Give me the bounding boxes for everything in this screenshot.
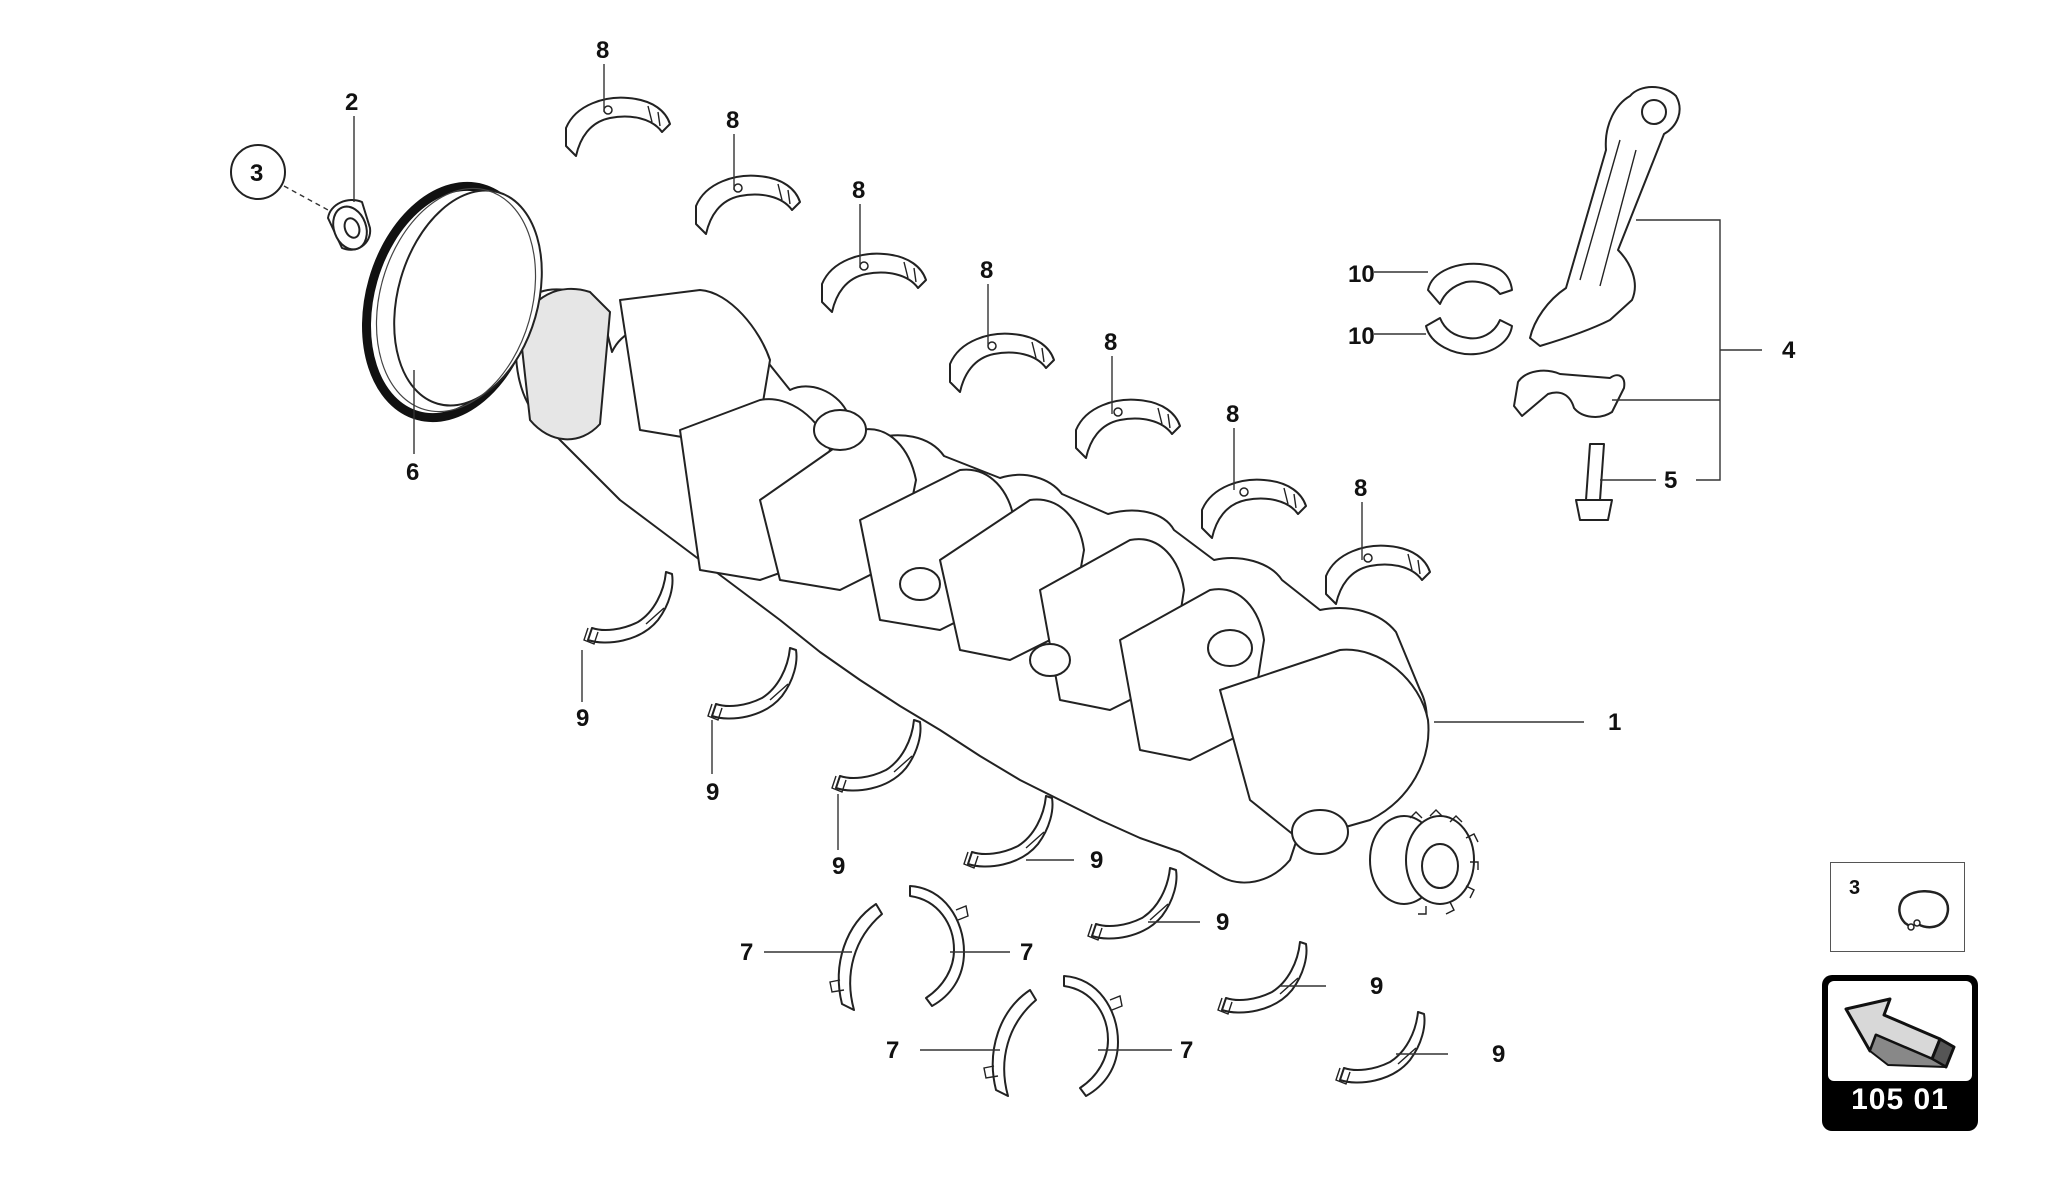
callout-9: 9 [576,705,589,732]
callout-8: 8 [852,177,865,204]
callout-9: 9 [1370,973,1383,1000]
rear-main-seal [362,181,543,423]
callout-9: 9 [832,853,845,880]
circlip-callout-circle [230,144,286,200]
callout-7: 7 [1020,939,1033,966]
callout-9: 9 [1492,1041,1505,1068]
page-reference: 105 01 [1851,1083,1949,1116]
callout-10: 10 [1348,261,1375,288]
crankshaft [515,287,1479,915]
callout-labels: 1 2 3 4 5 6 7 7 7 7 8 8 8 8 8 8 8 9 9 9 … [250,37,1796,1068]
callout-8: 8 [1104,329,1117,356]
nav-arrow-panel [1828,981,1972,1081]
callout-9: 9 [1216,909,1229,936]
callout-8: 8 [596,37,609,64]
circlip-inset: 3 [1830,862,1965,952]
callout-8: 8 [1226,401,1239,428]
callout-7: 7 [886,1037,899,1064]
inset-label: 3 [1849,877,1861,899]
callout-3: 3 [250,160,263,187]
callout-5: 5 [1664,467,1677,494]
callout-8: 8 [980,257,993,284]
section-nav-button[interactable]: 105 01 [1822,975,1978,1131]
leader-lines [353,64,1762,1055]
callout-8: 8 [726,107,739,134]
circlip-icon [1898,890,1950,931]
thrust-washers [829,885,1123,1097]
pilot-bush [327,199,372,251]
callout-8: 8 [1354,475,1367,502]
connecting-rod [1513,86,1681,521]
callout-7: 7 [1180,1037,1193,1064]
callout-2: 2 [345,89,358,116]
callout-10: 10 [1348,323,1375,350]
callout-4: 4 [1782,337,1796,364]
callout-9: 9 [706,779,719,806]
callout-1: 1 [1608,709,1621,736]
arrow-up-left-icon [1844,997,1956,1069]
callout-7: 7 [740,939,753,966]
callout-9: 9 [1090,847,1103,874]
conrod-bearing-shells [1425,262,1513,356]
callout-6: 6 [406,459,419,486]
